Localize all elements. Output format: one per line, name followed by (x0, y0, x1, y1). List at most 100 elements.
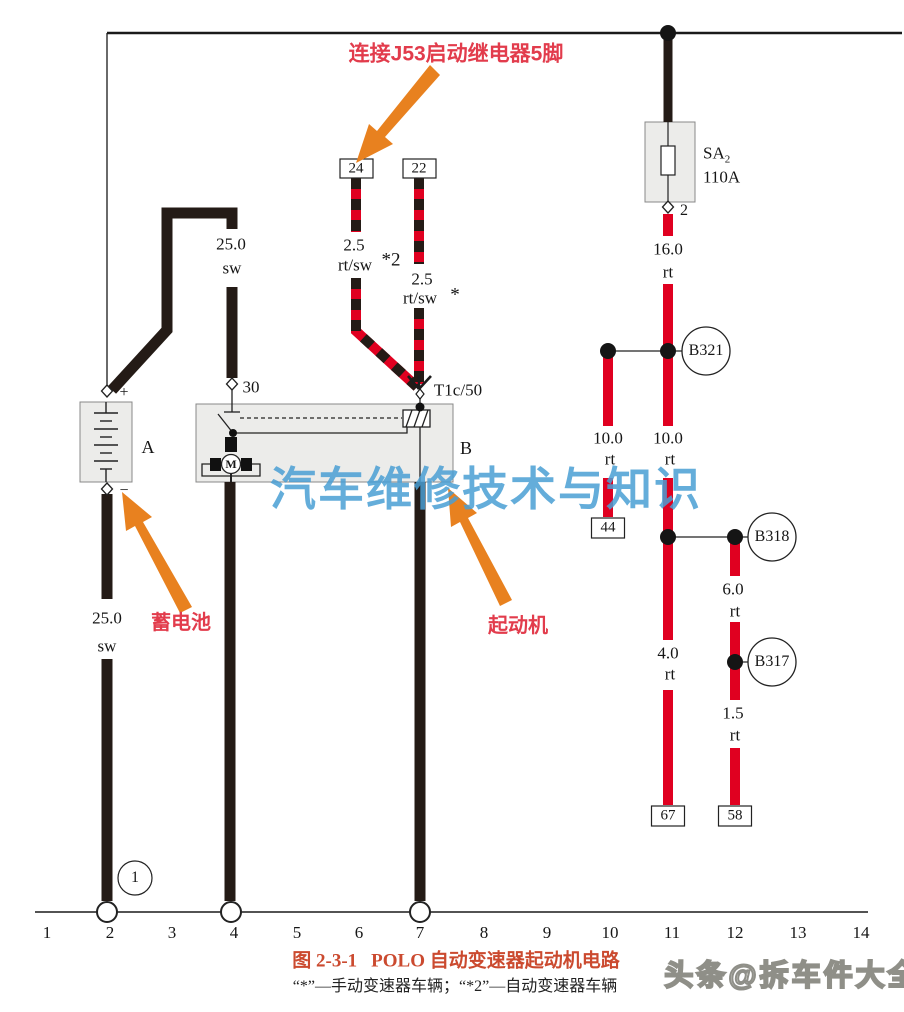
b321-label: B321 (688, 342, 724, 359)
pin44-box (590, 517, 626, 539)
wire-color-code: rt (664, 664, 676, 684)
junction-dot (660, 25, 676, 41)
b318-label: B318 (754, 528, 790, 545)
terminal30-diamond (225, 377, 239, 391)
wire-size: 10.0 (653, 428, 683, 448)
wire-note: *2 (381, 249, 401, 271)
track-number: 4 (229, 923, 239, 942)
starter-callout: 起动机 (488, 615, 548, 637)
wire-size: 4.0 (657, 643, 679, 663)
wire-color-code: rt (729, 601, 741, 621)
wire-color-code: rt (664, 449, 676, 469)
junction-dot (727, 529, 743, 545)
motor-label: M (225, 457, 237, 471)
pin58-box (717, 805, 753, 827)
plus-terminal-diamond (100, 384, 114, 398)
b317-circle (747, 637, 797, 687)
b317-label: B317 (754, 653, 790, 670)
track-number: 1 (42, 923, 52, 942)
wire-color-code: rt (662, 262, 674, 282)
track-number: 2 (105, 923, 115, 942)
track-number: 10 (601, 923, 619, 942)
b321-circle (681, 326, 731, 376)
minus-label: − (119, 482, 129, 499)
pin24-label: 24 (348, 160, 364, 177)
ground-circle (220, 901, 242, 923)
track-ref-circle (117, 860, 153, 896)
fuse-box (644, 121, 696, 203)
relay-note: 连接J53启动继电器5脚 (348, 42, 564, 66)
wire-size: 6.0 (722, 579, 744, 599)
track-ref-label: 1 (131, 869, 139, 886)
frame-lines (35, 31, 902, 913)
track-number: 11 (663, 923, 681, 942)
fuse-element-icon (660, 145, 676, 176)
pin67-label: 67 (660, 807, 676, 824)
brush-icon (241, 458, 252, 471)
ground-terminals (96, 860, 431, 923)
terminal-boxes (339, 158, 753, 827)
brush-icon (210, 458, 221, 471)
wire-color-code: rt/sw (403, 288, 437, 308)
terminal50-label: T1c/50 (433, 380, 483, 400)
track-number: 3 (167, 923, 177, 942)
wire-size: 16.0 (653, 239, 683, 259)
track-number: 5 (292, 923, 302, 942)
fuse-name-label: SA2 (703, 143, 731, 166)
junction-dot (229, 429, 237, 437)
junction-dot (415, 402, 425, 412)
motor-circle-icon (220, 453, 242, 475)
junction-dot (660, 529, 676, 545)
pin22-box (402, 158, 437, 179)
wire-size: 2.5 (411, 269, 433, 289)
pin24-box (339, 158, 374, 179)
junction-dot (660, 343, 676, 359)
arrow-to-battery-icon (122, 492, 192, 613)
gray-watermark: 头条@拆车件大全 (663, 959, 904, 993)
pin58-label: 58 (727, 807, 743, 824)
starter-internals (201, 389, 431, 482)
plus-label: + (119, 384, 129, 401)
track-number: 14 (852, 923, 870, 942)
starter-id-label: B (459, 438, 473, 458)
figure-caption: 图 2-3-1 POLO 自动变速器起动机电路 (292, 946, 620, 973)
ground-circle (96, 901, 118, 923)
pin22-label: 22 (411, 160, 427, 177)
track-number: 8 (479, 923, 489, 942)
t50-connector-icon (407, 375, 432, 400)
figure-legend: “*”—手动变速器车辆；“*2”—自动变速器车辆 (292, 978, 618, 995)
wire-color-code: rt/sw (338, 255, 372, 275)
wire-color-code: rt (604, 449, 616, 469)
track-number: 7 (415, 923, 425, 942)
blue-watermark: 汽车维修技术与知识 (270, 463, 702, 515)
arrow-to-pin24-icon (356, 65, 440, 163)
figure-title: POLO 自动变速器起动机电路 (371, 950, 620, 972)
callout-arrows (122, 65, 512, 613)
junctions (600, 25, 797, 687)
minus-terminal-diamond (100, 482, 114, 496)
wire-note: * (450, 284, 460, 306)
track-number: 6 (354, 923, 364, 942)
track-number: 13 (789, 923, 807, 942)
wire-size: 25.0 (92, 608, 122, 628)
ground-circle (409, 901, 431, 923)
pin67-box (650, 805, 686, 827)
track-number: 9 (542, 923, 552, 942)
wire-color-code: sw (97, 636, 117, 656)
wire-size: 25.0 (216, 234, 246, 254)
b318-circle (747, 512, 797, 562)
arrow-to-starter-icon (448, 488, 512, 606)
wire-color-code: rt (729, 725, 741, 745)
junction-dot (600, 343, 616, 359)
solenoid-contact-icon (225, 437, 237, 452)
wire-size: 1.5 (722, 703, 744, 723)
fuse-pin-label: 2 (680, 202, 688, 219)
fuse-pin2-diamond (661, 200, 675, 214)
figure-number: 图 2-3-1 (292, 950, 358, 972)
terminal30-label: 30 (242, 377, 260, 397)
junction-dot (727, 654, 743, 670)
wire-size: 2.5 (343, 235, 365, 255)
wire-color-code: sw (222, 258, 242, 278)
